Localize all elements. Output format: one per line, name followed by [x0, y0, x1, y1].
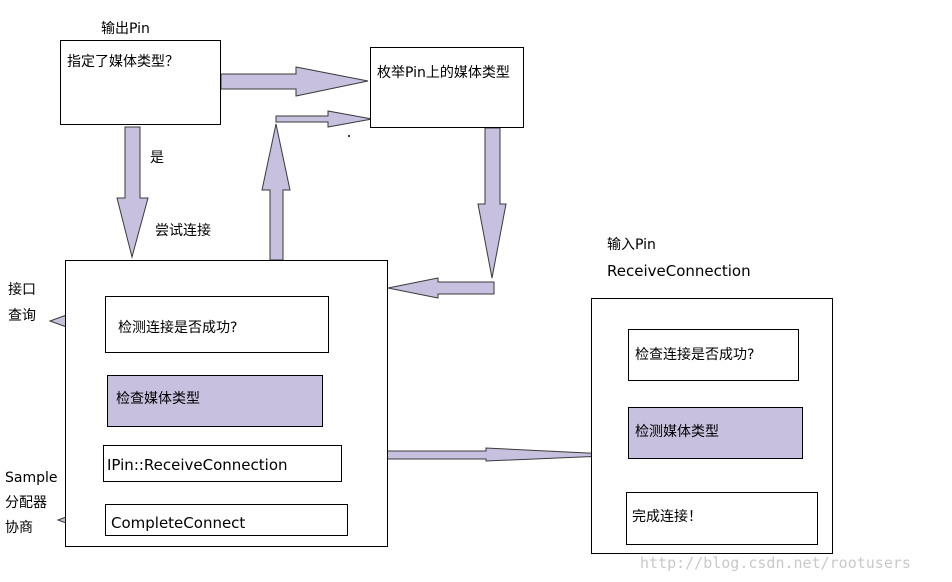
enumerate-media-box: 枚举Pin上的媒体类型 — [370, 47, 524, 128]
input-pin-title: 输入Pin — [607, 237, 656, 253]
try-connect-label: 尝试连接 — [155, 223, 211, 239]
media-type-question-text: 指定了媒体类型？ — [67, 54, 179, 70]
step-complete-connect-text: CompleteConnect — [111, 514, 246, 532]
arrow-retry-to-enum — [275, 110, 373, 128]
arrow-yes-down — [116, 126, 149, 259]
interface-label-2: 查询 — [8, 308, 36, 324]
allocator-label-2: 分配器 — [5, 495, 47, 511]
interface-label-1: 接口 — [8, 282, 36, 298]
step-check-connection-text: 检测连接是否成功? — [118, 320, 238, 336]
right-step-check-connection: 检查连接是否成功? — [628, 329, 799, 381]
arrow-enum-down — [477, 127, 507, 279]
right-step-complete: 完成连接！ — [626, 492, 818, 545]
step-receive-connection: IPin::ReceiveConnection — [103, 445, 342, 482]
watermark: http://blog.csdn.net/rootusers — [640, 554, 911, 572]
right-step-complete-text: 完成连接！ — [632, 509, 702, 525]
media-type-question-box: 指定了媒体类型？ — [60, 40, 221, 125]
allocator-label-1: Sample — [5, 470, 58, 486]
enumerate-media-text: 枚举Pin上的媒体类型 — [377, 65, 510, 81]
right-step-check-media-text: 检测媒体类型 — [635, 424, 719, 440]
output-pin-title: 输出Pin — [101, 21, 150, 37]
arrow-up-retry — [261, 123, 291, 261]
step-receive-connection-text: IPin::ReceiveConnection — [107, 456, 288, 474]
yes-label: 是 — [150, 150, 164, 166]
arrow-to-left-box — [387, 277, 495, 299]
step-check-connection: 检测连接是否成功? — [105, 296, 329, 353]
right-step-check-connection-text: 检查连接是否成功? — [635, 347, 755, 363]
step-complete-connect: CompleteConnect — [105, 504, 348, 536]
input-pin-subtitle: ReceiveConnection — [607, 262, 751, 280]
arrow-to-enum — [220, 66, 369, 97]
allocator-label-3: 协商 — [5, 520, 33, 536]
step-check-media: 检查媒体类型 — [107, 375, 323, 427]
right-step-check-media: 检测媒体类型 — [628, 407, 803, 459]
step-check-media-text: 检查媒体类型 — [116, 391, 200, 407]
stray-dot — [348, 135, 350, 137]
